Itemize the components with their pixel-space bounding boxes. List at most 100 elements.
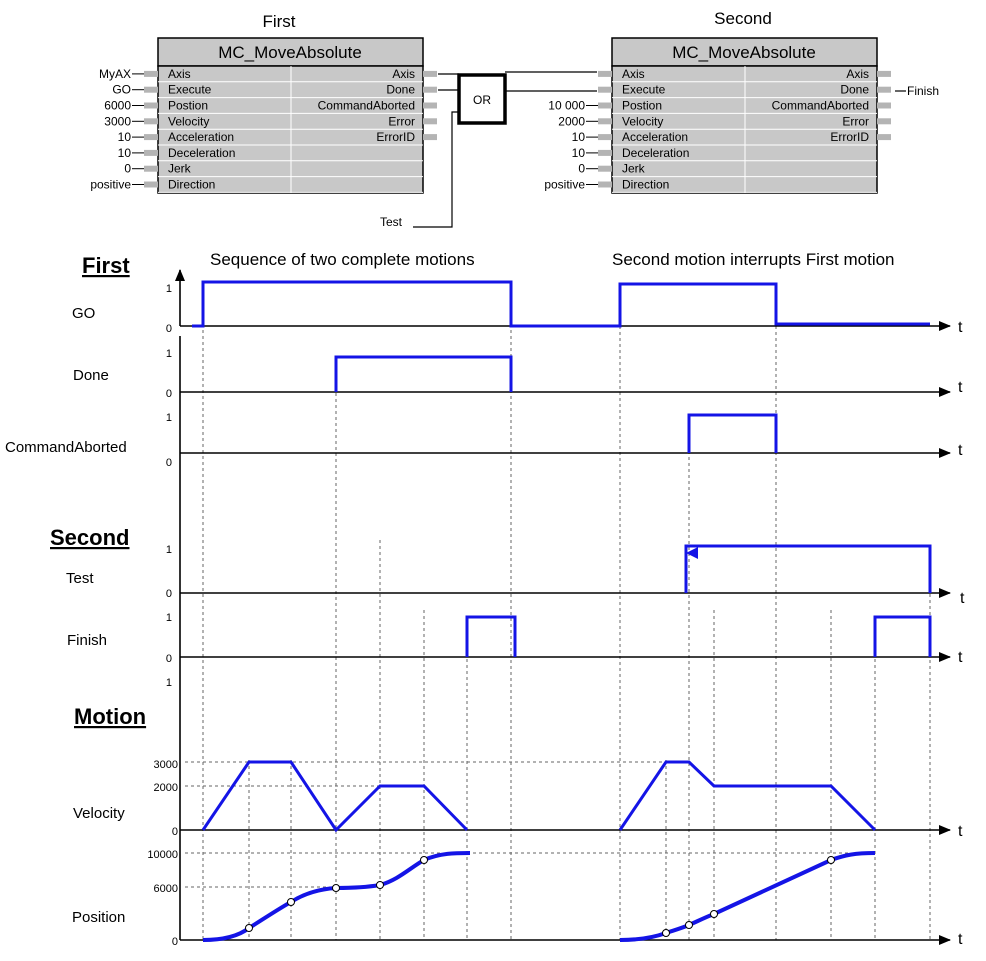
svg-text:t: t [960,590,965,607]
fb-first-input-pin [144,134,158,141]
signal-commandaborted-label: CommandAborted [5,439,127,456]
fb-second-input-value: 10 000 [548,99,585,113]
timing-gridlines [185,282,931,940]
position-markers [245,856,835,937]
fb-first-input-pin [144,149,158,156]
velocity-trace-first [201,760,469,833]
velocity-trace-second [618,760,877,832]
fb-first-input-jerk: Jerk [168,162,192,176]
svg-text:t: t [958,649,963,666]
signal-done-label: Done [73,367,109,384]
fb-first-input-pin [144,181,158,188]
fb-first-input-velocity: Velocity [168,114,209,128]
fb-first-input-acceleration: Acceleration [168,130,234,144]
fb-second-input-pin [598,165,612,172]
svg-text:0: 0 [166,457,172,469]
caption-right: Second motion interrupts First motion [612,250,895,269]
svg-text:10000: 10000 [147,849,178,861]
signal-go-label: GO [72,305,95,322]
svg-text:0: 0 [166,388,172,400]
fb-first-output-done: Done [386,83,415,97]
fb-first-input-deceleration: Deceleration [168,146,235,160]
fb-first-output-axis: Axis [392,67,415,81]
test-trace [684,544,932,593]
svg-text:1: 1 [166,677,172,689]
fb-second-output-commandaborted: CommandAborted [772,99,869,113]
svg-text:0: 0 [166,323,172,335]
fb-first-input-value: 10 [118,146,132,160]
svg-text:0: 0 [166,588,172,600]
fb-second-output-pin [877,70,891,77]
fb-second-input-value: positive [544,178,585,192]
svg-text:1: 1 [166,283,172,295]
tick-labels: 1 0 1 0 1 0 1 0 1 0 1 3000 2000 0 10000 … [147,283,178,948]
fb-first-input-execute: Execute [168,83,212,97]
function-block-second: Second MC_MoveAbsolute AxisExecutePostio… [544,9,939,194]
fb-second-caption: Second [714,9,772,28]
section-motion-heading: Motion [74,704,146,729]
fb-first-input-value: MyAX [99,67,131,81]
fb-second-output-pin [877,118,891,125]
fb-first-input-value: 10 [118,130,132,144]
fb-first-header [157,37,424,67]
fb-second-input-value: 2000 [558,114,585,128]
fb-second-input-value: 10 [572,130,586,144]
fb-second-output-pin [877,102,891,109]
fb-second-input-value: 10 [572,146,586,160]
fb-second-header [611,37,878,67]
fb-second-output-done: Done [840,83,869,97]
fb-second-input-direction: Direction [622,178,669,192]
time-axes [175,269,951,945]
fb-first-type: MC_MoveAbsolute [218,43,362,62]
svg-text:0: 0 [166,653,172,665]
function-block-first: First MC_MoveAbsolute AxisMyAXExecuteGOP… [90,12,437,194]
fb-second-input-pin [598,86,612,93]
fb-second-output-axis: Axis [846,67,869,81]
fb-first-output-pin [423,86,437,93]
fb-second-input-pin [598,134,612,141]
or-gate-box [457,73,507,125]
section-second-heading: Second [50,525,129,550]
fb-first-input-value: 0 [124,162,131,176]
fb-second-input-pin [598,149,612,156]
fb-second-input-velocity: Velocity [622,114,663,128]
fb-first-input-value: 6000 [104,99,131,113]
fb-first-input-value: positive [90,178,131,192]
svg-text:6000: 6000 [154,883,178,895]
svg-text:1: 1 [166,544,172,556]
fb-first-input-value: 3000 [104,114,131,128]
signal-test-label: Test [66,570,94,587]
signal-position-label: Position [72,909,125,926]
fb-first-output-error: Error [388,114,415,128]
fb-second-output-pin [877,86,891,93]
fb-first-input-pin [144,102,158,109]
finish-trace-first [465,615,517,657]
fb-second-output-error: Error [842,114,869,128]
fb-first-input-pin [144,86,158,93]
fb-first-input-pin [144,70,158,77]
svg-text:1: 1 [166,412,172,424]
fb-first-input-postion: Postion [168,99,208,113]
fb-second-input-deceleration: Deceleration [622,146,689,160]
fb-first-input-direction: Direction [168,178,215,192]
fb-first-output-errorid: ErrorID [376,130,415,144]
fb-first-output-pin [423,70,437,77]
fb-second-input-pin [598,181,612,188]
fb-second-input-postion: Postion [622,99,662,113]
position-trace-second [619,851,876,942]
fb-first-input-pin [144,118,158,125]
finish-trace-second [873,615,932,657]
fb-second-input-jerk: Jerk [622,162,646,176]
svg-text:2000: 2000 [154,782,178,794]
fb-first-output-pin [423,134,437,141]
fb-second-input-pin [598,102,612,109]
fb-first-pin-rows: AxisMyAXExecuteGOPostion6000Velocity3000… [90,67,437,193]
section-first-heading: First [82,253,130,278]
time-labels: t t t t t t t [958,319,965,948]
fb-second-output-pin [877,134,891,141]
commandaborted-trace [687,413,778,453]
position-trace-first [202,851,471,942]
fb-second-input-value: 0 [578,162,585,176]
fb-second-input-pin [598,118,612,125]
